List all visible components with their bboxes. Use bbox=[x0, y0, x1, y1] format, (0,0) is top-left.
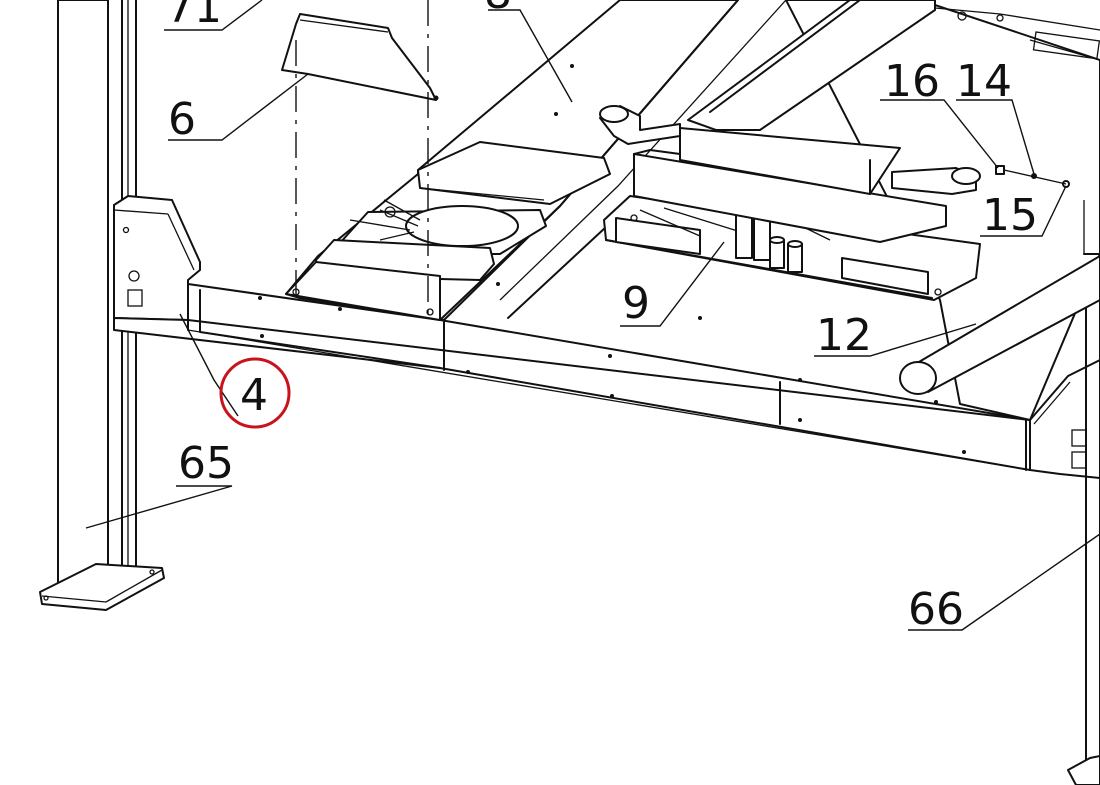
highlight-circle bbox=[219, 357, 291, 429]
pin-parts bbox=[995, 165, 1070, 188]
callout-66: 66 bbox=[908, 584, 964, 635]
roller bbox=[899, 255, 1100, 395]
callout-4: 4 bbox=[240, 370, 268, 421]
leader-lines bbox=[85, 0, 1100, 631]
callout-12: 12 bbox=[816, 310, 872, 361]
jack-assembly bbox=[599, 105, 981, 301]
upper-carriage bbox=[687, 0, 1100, 131]
turntable bbox=[285, 199, 547, 321]
callout-71: 71 bbox=[166, 0, 222, 33]
right-crosshead bbox=[1029, 359, 1100, 479]
left-crosshead bbox=[113, 195, 201, 321]
callout-6: 6 bbox=[168, 94, 196, 145]
flap-part bbox=[281, 13, 439, 101]
callout-65: 65 bbox=[178, 438, 234, 489]
callout-14: 14 bbox=[956, 56, 1012, 107]
callout-15: 15 bbox=[982, 190, 1038, 241]
callout-16: 16 bbox=[884, 56, 940, 107]
callout-9: 9 bbox=[622, 278, 650, 329]
callout-8: 8 bbox=[484, 0, 512, 19]
